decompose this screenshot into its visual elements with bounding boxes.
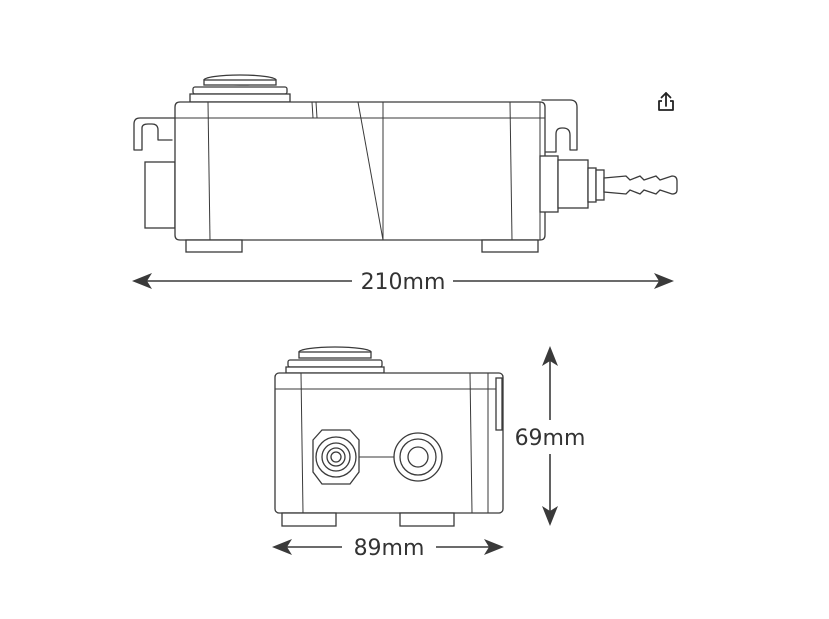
end-view-button-cap bbox=[285, 346, 385, 374]
side-view-right-hook bbox=[541, 99, 578, 153]
side-view-body bbox=[174, 101, 546, 241]
end-view-body bbox=[274, 372, 504, 514]
length-dimension: 210mm bbox=[132, 270, 674, 295]
side-view-left-box bbox=[144, 161, 176, 229]
side-view-outlet-connector bbox=[539, 155, 678, 213]
end-view-foot-left bbox=[281, 512, 337, 527]
side-view bbox=[133, 74, 678, 253]
end-view-round-port bbox=[393, 432, 443, 482]
height-dimension: 69mm bbox=[515, 346, 586, 526]
share-icon bbox=[658, 92, 674, 111]
end-view bbox=[274, 346, 504, 527]
end-view-foot-right bbox=[399, 512, 455, 527]
height-label: 69mm bbox=[515, 426, 586, 451]
width-label: 89mm bbox=[354, 536, 425, 561]
share-button[interactable] bbox=[652, 88, 680, 116]
side-view-left-hook bbox=[133, 117, 176, 151]
side-view-foot-left bbox=[185, 239, 243, 253]
end-view-hex-fitting bbox=[312, 429, 360, 485]
length-label: 210mm bbox=[361, 270, 446, 295]
side-view-button-cap bbox=[189, 74, 291, 103]
side-view-foot-right bbox=[481, 239, 539, 253]
width-dimension: 89mm bbox=[272, 536, 504, 561]
